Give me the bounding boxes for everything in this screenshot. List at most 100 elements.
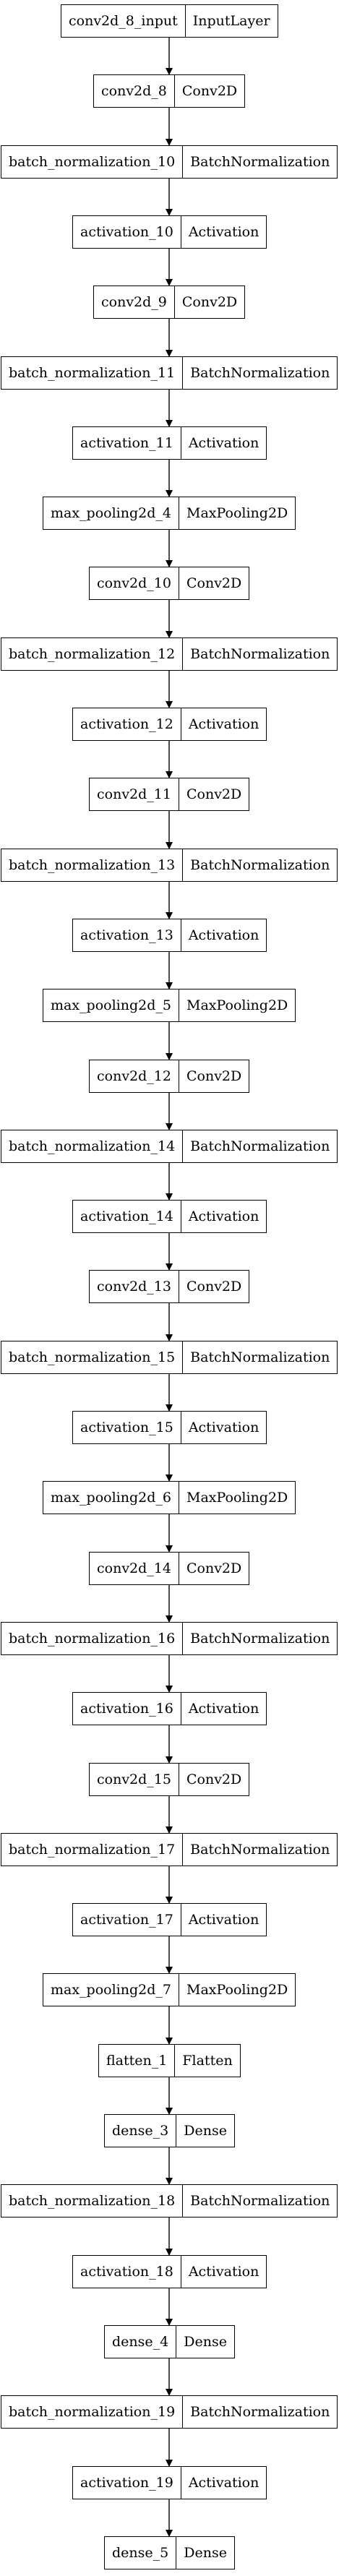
- layer-type: BatchNormalization: [190, 646, 330, 662]
- layer-name: flatten_1: [99, 2045, 176, 2077]
- layer-name: activation_13: [73, 919, 181, 951]
- layer-node: conv2d_11 Conv2D: [89, 778, 250, 811]
- layer-type: MaxPooling2D: [186, 1982, 288, 1998]
- layer-node: activation_16 Activation: [72, 1692, 267, 1725]
- layer-type: Conv2D: [186, 786, 242, 802]
- layer-type: Conv2D: [186, 1560, 242, 1576]
- layer-node: flatten_1 Flatten: [98, 2044, 241, 2077]
- layer-name: activation_16: [73, 1693, 181, 1725]
- layer-name: conv2d_11: [90, 778, 179, 810]
- layer-node: conv2d_10 Conv2D: [89, 567, 250, 600]
- layer-name: batch_normalization_14: [1, 1130, 184, 1162]
- layer-name: batch_normalization_15: [1, 1341, 184, 1373]
- layer-name: activation_17: [73, 1904, 181, 1936]
- layer-type: Flatten: [182, 2053, 233, 2069]
- layer-type: Activation: [188, 1208, 259, 1224]
- layer-type: MaxPooling2D: [186, 997, 288, 1013]
- layer-node: dense_5 Dense: [104, 2536, 235, 2569]
- layer-name: conv2d_15: [90, 1764, 179, 1795]
- layer-name: conv2d_10: [90, 567, 179, 599]
- layer-type: Conv2D: [181, 294, 238, 310]
- layer-name: conv2d_8_input: [61, 5, 186, 37]
- layer-node: activation_11 Activation: [72, 426, 267, 460]
- layer-name: batch_normalization_11: [1, 357, 184, 389]
- layer-name: activation_12: [73, 708, 181, 740]
- layer-type: BatchNormalization: [190, 2193, 330, 2209]
- layer-name: dense_3: [105, 2115, 177, 2147]
- layer-type: Activation: [188, 435, 259, 451]
- layer-name: conv2d_13: [90, 1271, 179, 1302]
- layer-name: activation_18: [73, 2256, 181, 2288]
- layer-type: Activation: [188, 1912, 259, 1928]
- layer-node: batch_normalization_13 BatchNormalization: [1, 849, 338, 882]
- layer-type: Conv2D: [186, 1279, 242, 1295]
- layer-type: BatchNormalization: [190, 1631, 330, 1647]
- layer-name: dense_5: [105, 2537, 177, 2569]
- layer-type: Dense: [184, 2123, 227, 2139]
- layer-node: max_pooling2d_7 MaxPooling2D: [43, 1973, 296, 2006]
- layer-name: max_pooling2d_7: [43, 1974, 179, 2006]
- layer-node: conv2d_12 Conv2D: [89, 1060, 250, 1093]
- layer-name: max_pooling2d_5: [43, 989, 179, 1021]
- layer-node: batch_normalization_18 BatchNormalization: [1, 2184, 338, 2217]
- layer-name: batch_normalization_16: [1, 1623, 184, 1654]
- layer-node: conv2d_15 Conv2D: [89, 1763, 250, 1796]
- layer-type: Dense: [184, 2545, 227, 2561]
- layer-type: Activation: [188, 2264, 259, 2280]
- layer-type: BatchNormalization: [190, 1842, 330, 1858]
- layer-node: activation_17 Activation: [72, 1903, 267, 1936]
- layer-type: Conv2D: [181, 83, 238, 99]
- layer-name: max_pooling2d_6: [43, 1482, 179, 1514]
- layer-node: batch_normalization_12 BatchNormalization: [1, 637, 338, 671]
- layer-type: Conv2D: [186, 1068, 242, 1084]
- layer-node: activation_13 Activation: [72, 919, 267, 952]
- layer-type: Activation: [188, 1701, 259, 1717]
- layer-type: BatchNormalization: [190, 365, 330, 381]
- layer-node: dense_3 Dense: [104, 2114, 235, 2147]
- layer-type: Conv2D: [186, 1772, 242, 1787]
- layer-node: batch_normalization_11 BatchNormalization: [1, 356, 338, 390]
- layer-type: MaxPooling2D: [186, 505, 288, 521]
- layer-type: MaxPooling2D: [186, 1490, 288, 1506]
- layer-name: batch_normalization_12: [1, 638, 184, 670]
- layer-name: batch_normalization_17: [1, 1834, 184, 1866]
- layer-type: Activation: [188, 927, 259, 943]
- layer-node: max_pooling2d_4 MaxPooling2D: [43, 497, 296, 530]
- layer-node: batch_normalization_16 BatchNormalization: [1, 1622, 338, 1655]
- layer-node: batch_normalization_15 BatchNormalization: [1, 1341, 338, 1374]
- layer-node: activation_18 Activation: [72, 2255, 267, 2288]
- layer-name: conv2d_8: [94, 75, 175, 107]
- layer-name: activation_14: [73, 1201, 181, 1232]
- layer-type: Conv2D: [186, 575, 242, 591]
- layer-name: batch_normalization_19: [1, 2396, 184, 2428]
- layer-node: conv2d_13 Conv2D: [89, 1270, 250, 1303]
- layer-type: Activation: [188, 2475, 259, 2491]
- layer-node: activation_14 Activation: [72, 1200, 267, 1233]
- layer-name: activation_11: [73, 427, 181, 459]
- layer-node: batch_normalization_19 BatchNormalization: [1, 2395, 338, 2429]
- layer-name: batch_normalization_10: [1, 146, 184, 178]
- layer-name: dense_4: [105, 2326, 177, 2358]
- layer-name: conv2d_12: [90, 1060, 179, 1092]
- layer-node: conv2d_9 Conv2D: [93, 285, 246, 319]
- layer-type: BatchNormalization: [190, 1349, 330, 1365]
- layer-type: BatchNormalization: [190, 2404, 330, 2420]
- layer-name: batch_normalization_13: [1, 849, 184, 881]
- layer-node: conv2d_8 Conv2D: [93, 74, 246, 108]
- layer-type: Activation: [188, 224, 259, 240]
- layer-name: max_pooling2d_4: [43, 497, 179, 529]
- layer-name: batch_normalization_18: [1, 2185, 184, 2217]
- layer-name: conv2d_9: [94, 286, 175, 318]
- layer-type: BatchNormalization: [190, 857, 330, 873]
